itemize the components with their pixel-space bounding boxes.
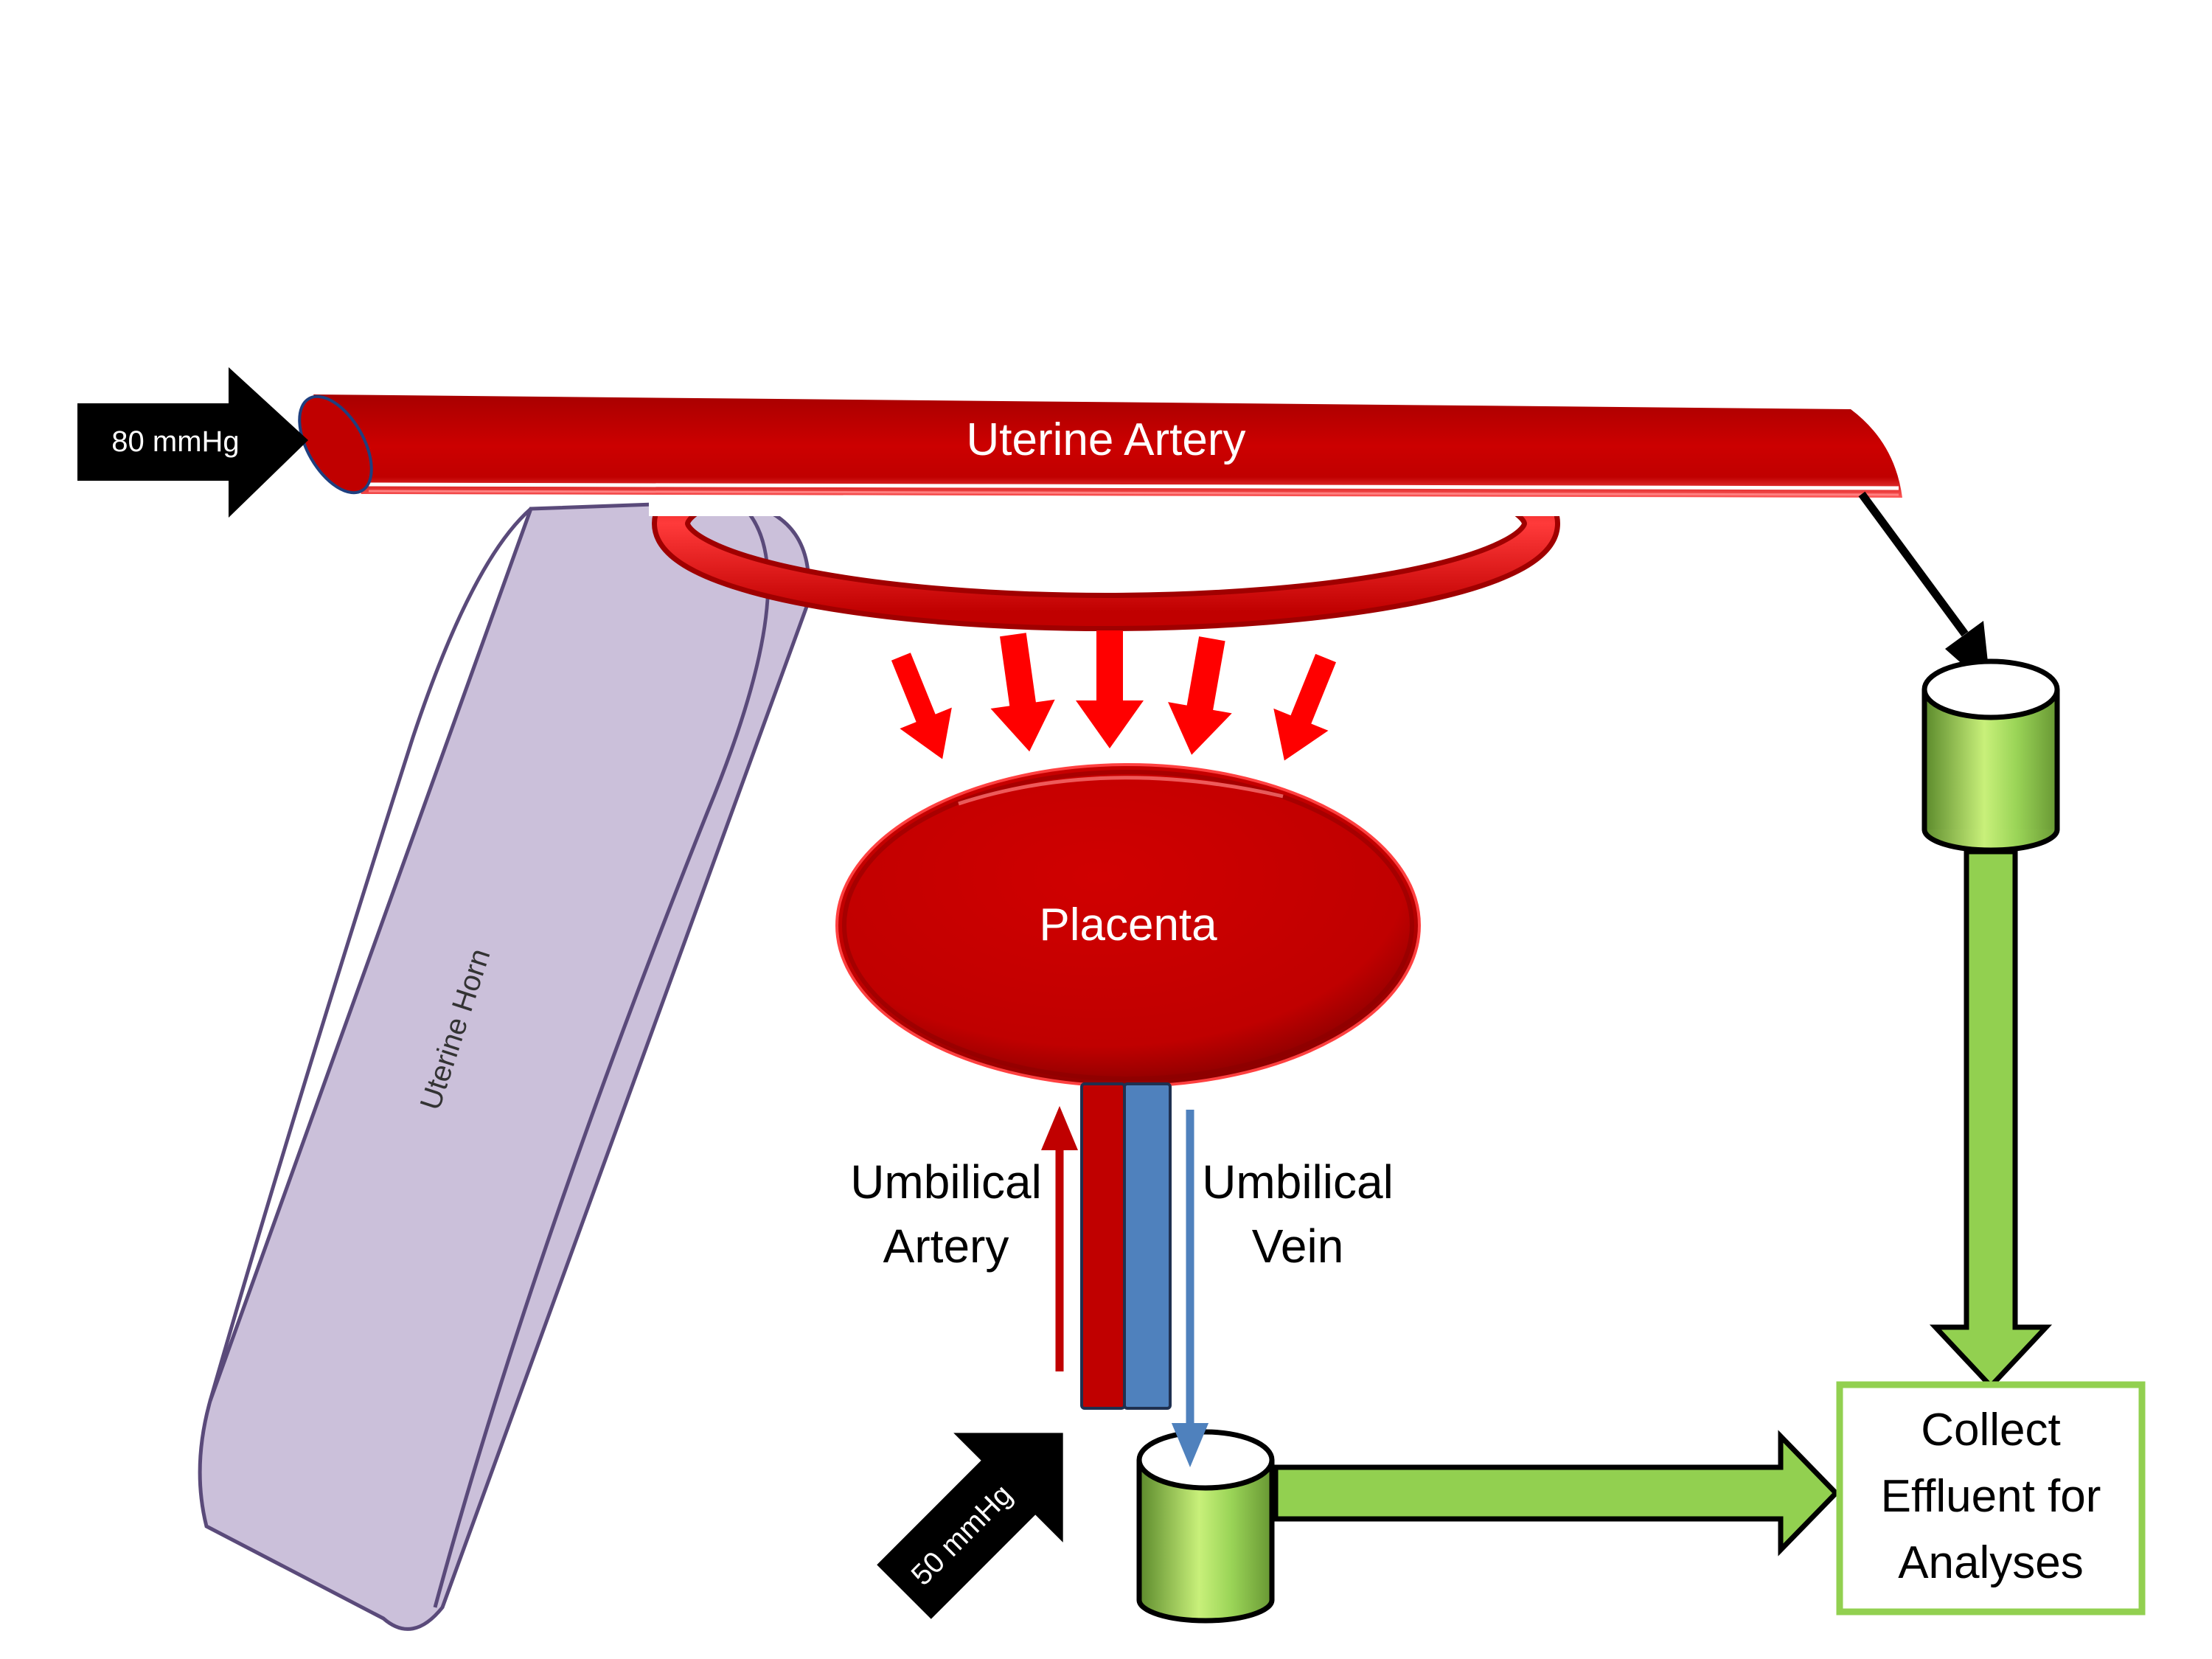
pressure-umbilical-arrow: 50 mmHg <box>877 1433 1063 1619</box>
pressure-in-label: 80 mmHg <box>111 425 239 458</box>
flow-arrow-4 <box>1168 636 1232 755</box>
uterine-collection-cylinder <box>1921 658 2060 853</box>
flow-arrow-3 <box>1076 630 1144 748</box>
umbilical-vein-label-1: Umbilical <box>1202 1155 1394 1208</box>
umbilical-artery-label-1: Umbilical <box>850 1155 1042 1208</box>
umbilical-vein-vessel <box>1123 1082 1172 1410</box>
flow-arrow-5 <box>1273 653 1337 761</box>
uterine-horn: Uterine Horn <box>198 499 811 1631</box>
uterine-artery-label: Uterine Artery <box>966 414 1245 465</box>
umbilical-artery-label-2: Artery <box>883 1220 1009 1273</box>
umbilical-artery-flow-arrow <box>1041 1106 1078 1371</box>
placenta: Placenta <box>835 763 1421 1088</box>
green-pipe-right <box>1273 1430 1840 1557</box>
umbilical-vein-label-2: Vein <box>1252 1220 1344 1273</box>
collect-label-1: Collect <box>1921 1405 2061 1455</box>
collect-label-3: Analyses <box>1898 1537 2084 1588</box>
umbilical-artery-vessel <box>1080 1082 1126 1410</box>
collect-effluent-box: Collect Effluent for Analyses <box>1836 1381 2146 1615</box>
uterine-artery: Uterine Artery <box>298 394 1902 498</box>
pressure-in-arrow: 80 mmHg <box>77 367 308 518</box>
collect-label-2: Effluent for <box>1881 1471 2101 1522</box>
umbilical-collection-cylinder <box>1136 1429 1275 1624</box>
flow-arrow-2 <box>990 633 1055 752</box>
umbilical-vein-arrow-head <box>1172 1405 1208 1467</box>
umbilical-labels: Umbilical Artery Umbilical Vein <box>850 1155 1394 1273</box>
umbilical-cord <box>1080 1082 1172 1410</box>
placenta-label: Placenta <box>1039 900 1217 950</box>
flow-arrows <box>891 630 1337 761</box>
flow-arrow-1 <box>891 653 952 759</box>
green-pipe-down <box>1929 849 2053 1391</box>
